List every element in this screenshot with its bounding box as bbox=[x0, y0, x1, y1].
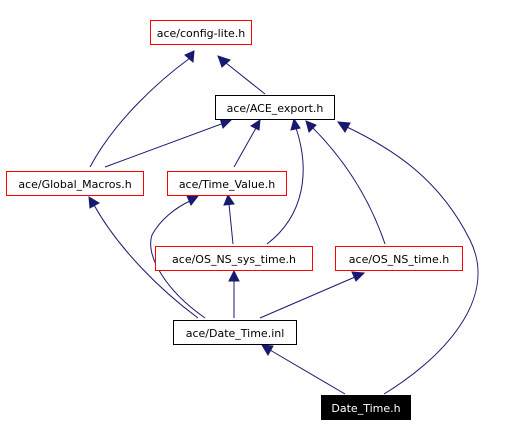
edge-osnssystime-to-timevalue bbox=[223, 193, 235, 245]
edge-datetimeinl-to-osnssystime bbox=[228, 269, 240, 318]
node-date-time-inl-label: ace/Date_Time.inl bbox=[186, 327, 285, 340]
node-ace-export-label: ace/ACE_export.h bbox=[227, 102, 324, 115]
edge-osnstime-to-export bbox=[305, 120, 386, 245]
node-config-lite[interactable]: ace/config-lite.h bbox=[150, 20, 252, 45]
node-global-macros[interactable]: ace/Global_Macros.h bbox=[6, 171, 144, 196]
node-date-time-h[interactable]: Date_Time.h bbox=[321, 395, 411, 420]
edge-timevalue-to-export bbox=[233, 118, 261, 168]
node-os-ns-time-label: ace/OS_NS_time.h bbox=[349, 253, 449, 266]
node-os-ns-sys-time[interactable]: ace/OS_NS_sys_time.h bbox=[155, 246, 313, 271]
edge-datetimeh-to-datetimeinl bbox=[261, 344, 346, 395]
edge-export-to-config bbox=[217, 55, 266, 95]
node-time-value[interactable]: ace/Time_Value.h bbox=[167, 171, 287, 196]
node-global-macros-label: ace/Global_Macros.h bbox=[18, 178, 131, 191]
node-date-time-inl[interactable]: ace/Date_Time.inl bbox=[173, 320, 297, 345]
edge-datetimeinl-to-globalmacros bbox=[88, 196, 199, 319]
edge-osnssystime-to-export bbox=[266, 117, 304, 245]
node-config-lite-label: ace/config-lite.h bbox=[157, 27, 246, 40]
node-os-ns-sys-time-label: ace/OS_NS_sys_time.h bbox=[172, 253, 296, 266]
edge-globalmacros-to-export bbox=[104, 117, 234, 168]
edge-datetimeh-to-export bbox=[336, 121, 479, 395]
node-ace-export[interactable]: ace/ACE_export.h bbox=[215, 95, 335, 120]
node-time-value-label: ace/Time_Value.h bbox=[179, 178, 275, 191]
node-os-ns-time[interactable]: ace/OS_NS_time.h bbox=[335, 246, 463, 271]
edge-globalmacros-to-config bbox=[89, 50, 195, 168]
edge-datetimeinl-to-osnstime bbox=[259, 271, 366, 319]
node-date-time-h-label: Date_Time.h bbox=[331, 402, 400, 415]
